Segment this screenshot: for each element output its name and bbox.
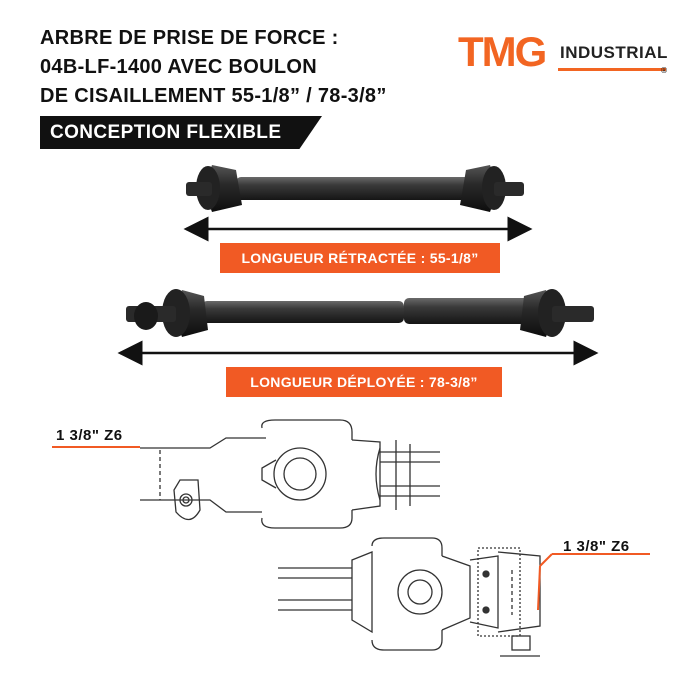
yoke-drawing-right: [278, 537, 541, 657]
title-line-2: 04B-LF-1400 AVEC BOULON: [40, 56, 317, 78]
feature-banner: CONCEPTION FLEXIBLE: [40, 116, 322, 149]
retracted-shaft-image: [186, 165, 524, 212]
extended-shaft-image: [126, 289, 594, 337]
right-spline-leader: [539, 553, 553, 567]
logo-sub-text: INDUSTRIAL: [560, 43, 668, 62]
extended-length-label: LONGUEUR DÉPLOYÉE : 78-3/8”: [226, 367, 502, 397]
feature-banner-text: CONCEPTION FLEXIBLE: [50, 122, 282, 143]
logo-underline: [558, 68, 666, 71]
yoke-drawing-left: [140, 419, 440, 529]
logo-brand-text: TMG: [458, 28, 547, 75]
title-line-3: DE CISAILLEMENT 55-1/8” / 78-3/8”: [40, 85, 387, 107]
page-title: ARBRE DE PRISE DE FORCE : 04B-LF-1400 AV…: [40, 24, 440, 111]
brand-logo: TMG INDUSTRIAL ®: [458, 30, 670, 76]
retracted-length-label: LONGUEUR RÉTRACTÉE : 55-1/8”: [220, 243, 500, 273]
spline-label-left: 1 3/8" Z6: [56, 427, 123, 444]
title-line-1: ARBRE DE PRISE DE FORCE :: [40, 27, 339, 49]
logo-registered-mark: ®: [660, 66, 668, 75]
spline-label-right: 1 3/8" Z6: [563, 538, 630, 555]
